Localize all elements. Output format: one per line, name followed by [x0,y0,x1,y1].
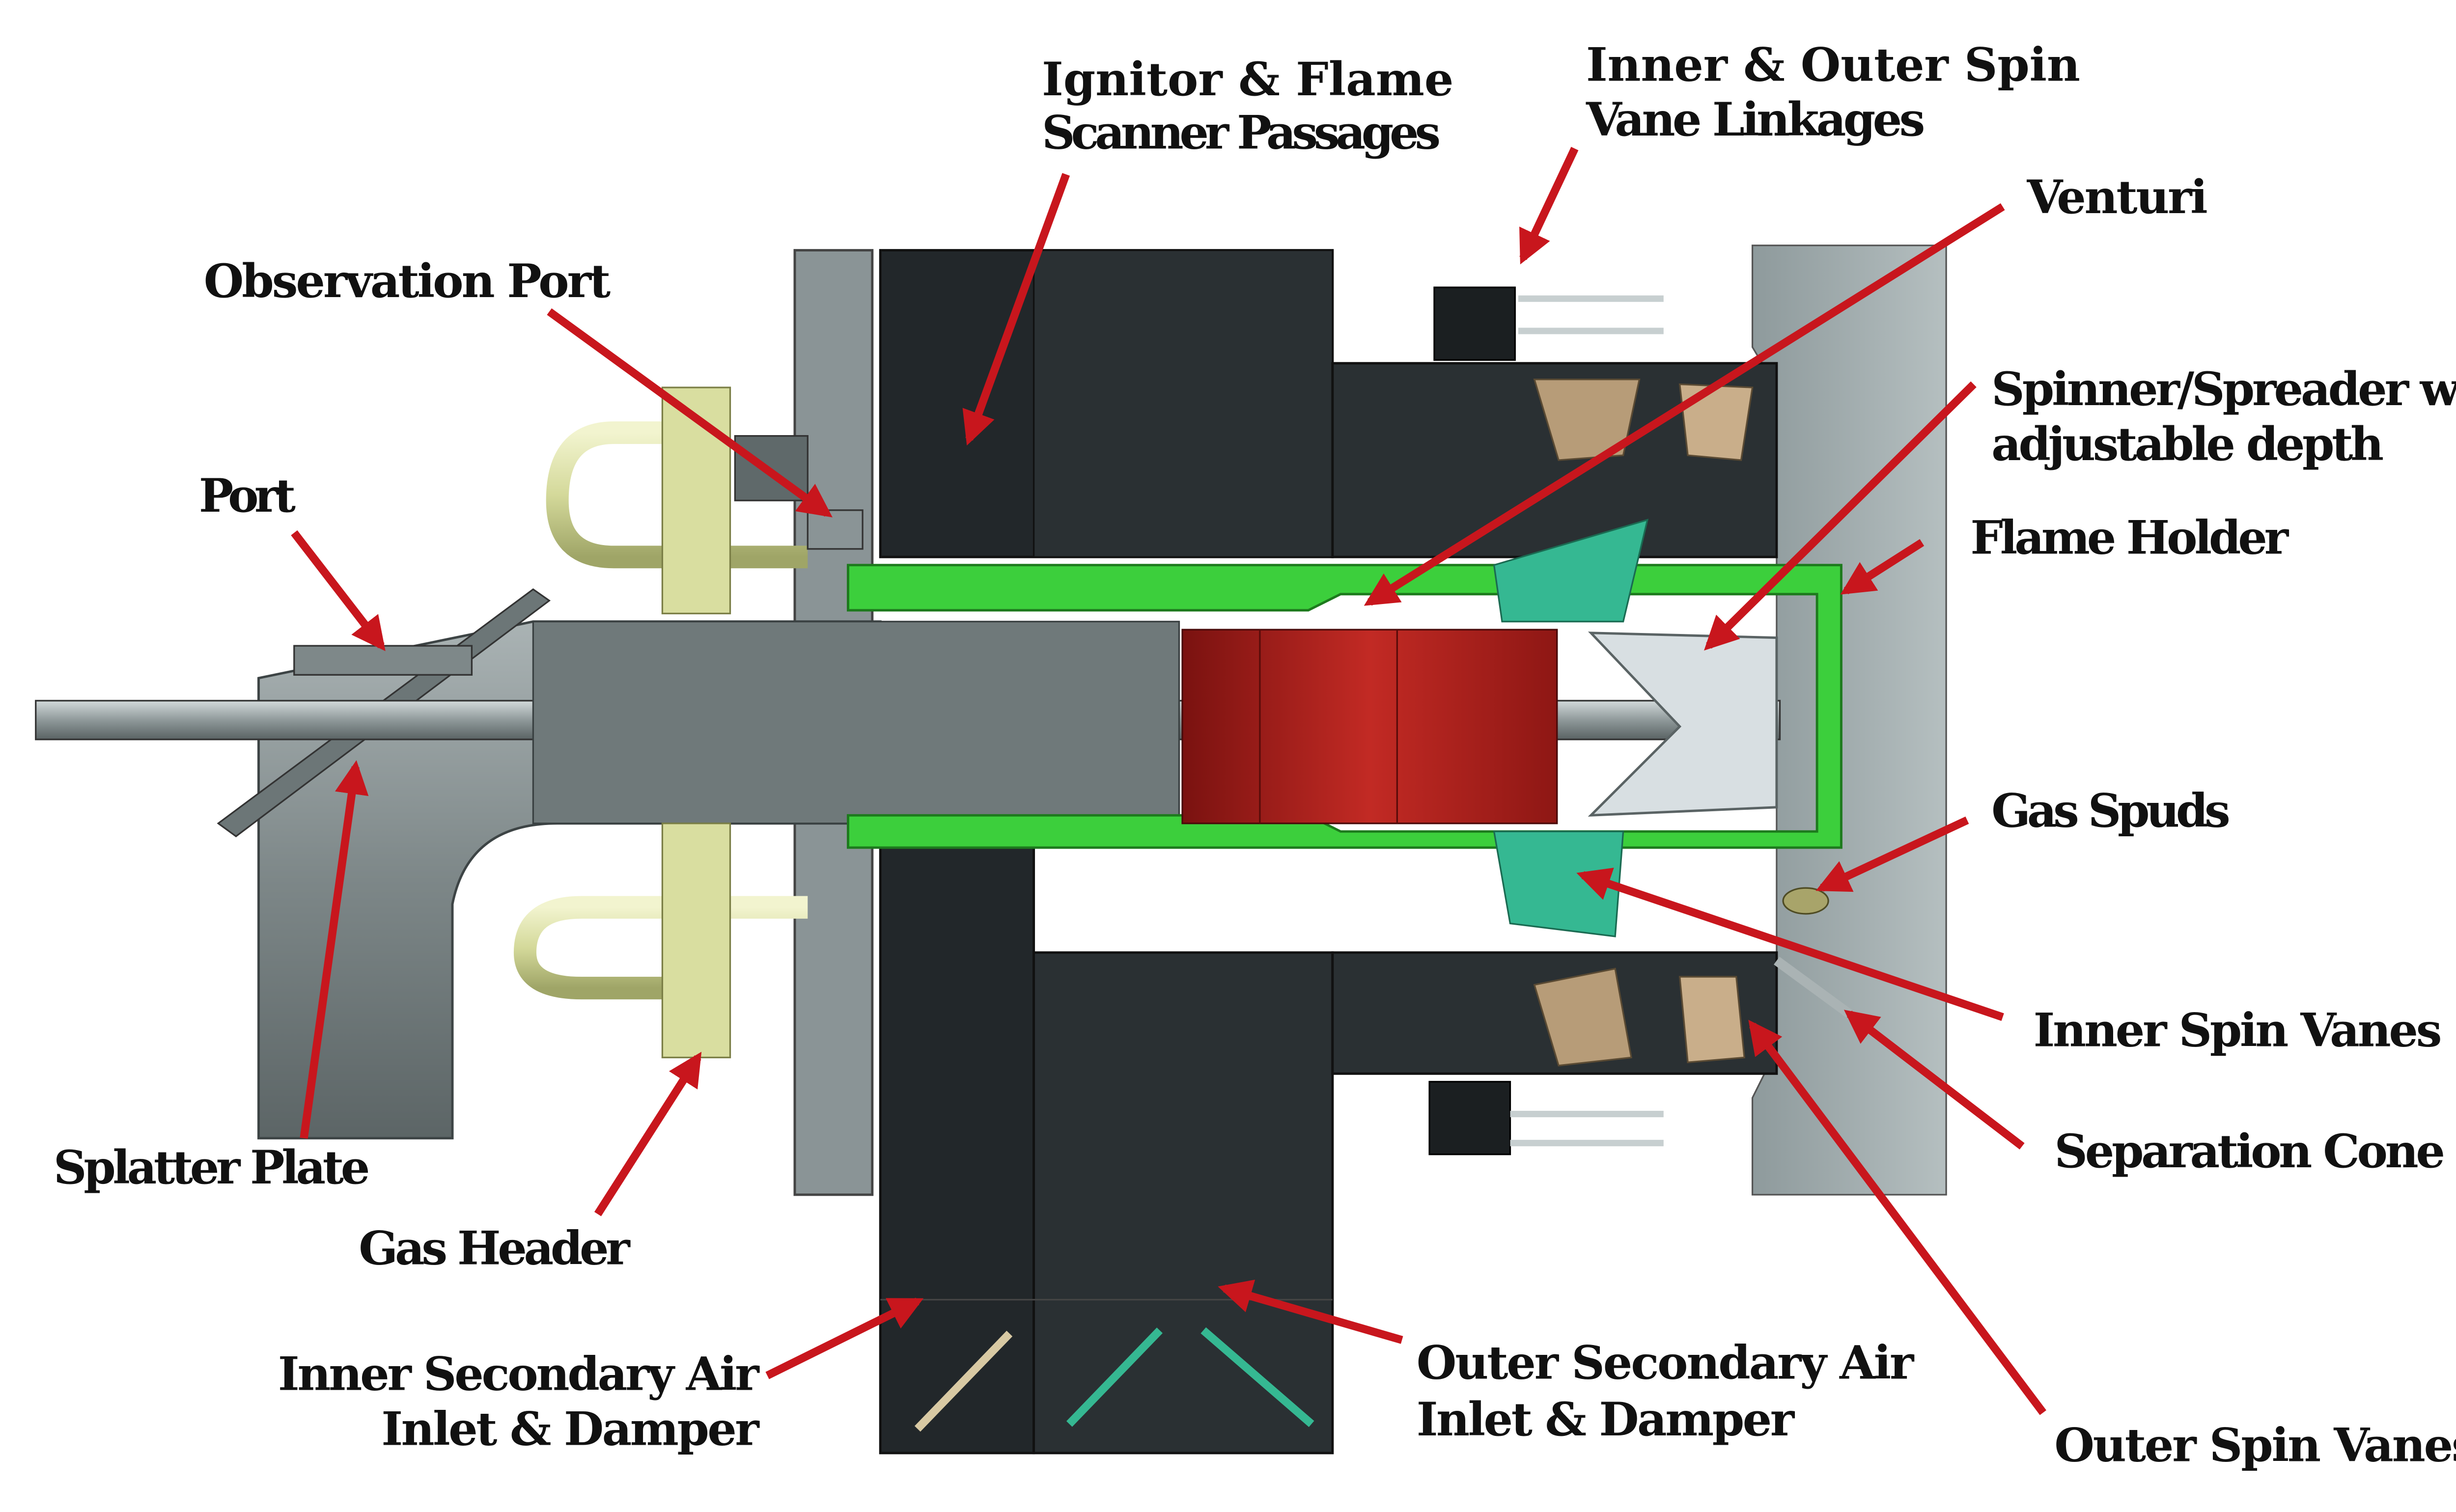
outer-spin-vane-top-2 [1678,383,1754,461]
outer-air-damper-blade-1 [1066,1327,1163,1427]
label-venturi: Venturi [2027,170,2208,224]
label-gas-spuds: Gas Spuds [1991,784,2231,838]
gas-spud [1782,887,1829,915]
label-spinner-line2: adjustable depth [1991,417,2384,471]
label-inner-spin-vanes: Inner Spin Vanes [2034,1003,2442,1057]
linkage-box-top [1433,286,1516,361]
label-port: Port [199,469,296,523]
arrow-flame-holder [1840,539,1925,595]
arrow-spinner [1704,381,1977,651]
spinner-spreader [1588,632,1778,817]
gas-header-block-bottom [661,823,731,1059]
arrow-gas-header [594,1051,702,1216]
label-observation-port: Observation Port [204,254,611,308]
arrow-splatter-plate [300,760,369,1139]
label-splatter-plate: Splatter Plate [54,1141,370,1195]
arrow-gas-spuds [1815,816,1969,892]
label-outer-air-line1: Outer Secondary Air [1417,1336,1915,1390]
outer-air-damper-blade-2 [1200,1327,1314,1427]
callout-arrows [291,146,2046,1415]
arrow-linkages [1519,146,1579,265]
arrow-inner-air [765,1297,924,1379]
burner-structure [35,245,1947,1455]
gas-header-block-top [661,386,731,614]
label-outer-air-line2: Inlet & Damper [1417,1393,1795,1447]
label-gas-header: Gas Header [359,1221,631,1275]
arrow-inner-spin-vanes [1576,867,2004,1021]
outer-air-housing-top [1033,249,1334,558]
port-nozzle [293,645,473,676]
label-separation-cone: Separation Cone [2054,1125,2445,1179]
inner-air-damper-blade [914,1330,1013,1432]
separation-cone [1774,957,1852,1018]
linkage-rod-bottom [1510,1110,1664,1147]
gas-loop-bottom [513,896,808,1000]
label-flame-holder: Flame Holder [1970,511,2289,565]
furnace-wall [1751,245,1947,1196]
arrow-observation-port [547,308,833,518]
arrow-port [291,530,386,652]
arrow-separation-cone [1843,1010,2025,1150]
arrow-outer-air [1218,1279,1403,1344]
callout-labels: Ignitor & Flame Scanner Passages Inner &… [54,38,2456,1472]
arrow-venturi [1364,203,2005,606]
venturi-sleeve [847,564,1842,849]
gas-loop-top [546,421,808,569]
label-ignitor-line2: Scanner Passages [1042,106,1441,160]
inner-air-housing-bottom [879,838,1035,1455]
outer-spin-vane-bottom-2 [1678,976,1745,1064]
burner-barrel [532,621,1180,825]
label-inner-air-line1: Inner Secondary Air [278,1347,760,1402]
arrow-outer-spin-vanes [1748,1019,2046,1415]
label-inner-air-line2: Inlet & Damper [381,1402,760,1456]
outer-spin-vane-bottom-1 [1533,967,1632,1067]
linkage-rod-top [1518,295,1664,334]
label-spinner-line1: Spinner/Spreader with [1991,362,2456,416]
arrow-ignitor [962,173,1070,446]
label-linkages-line1: Inner & Outer Spin [1586,38,2080,92]
venturi-throat [1181,629,1558,825]
label-ignitor-line1: Ignitor & Flame [1042,53,1453,107]
label-outer-spin-vanes: Outer Spin Vanes [2054,1418,2456,1472]
outer-spin-vane-top-1 [1533,378,1641,461]
label-linkages-line2: Vane Linkages [1586,93,1925,147]
linkage-box-bottom [1428,1081,1511,1155]
observation-port-fitting [807,509,864,550]
outer-air-housing-bottom [1033,951,1334,1455]
